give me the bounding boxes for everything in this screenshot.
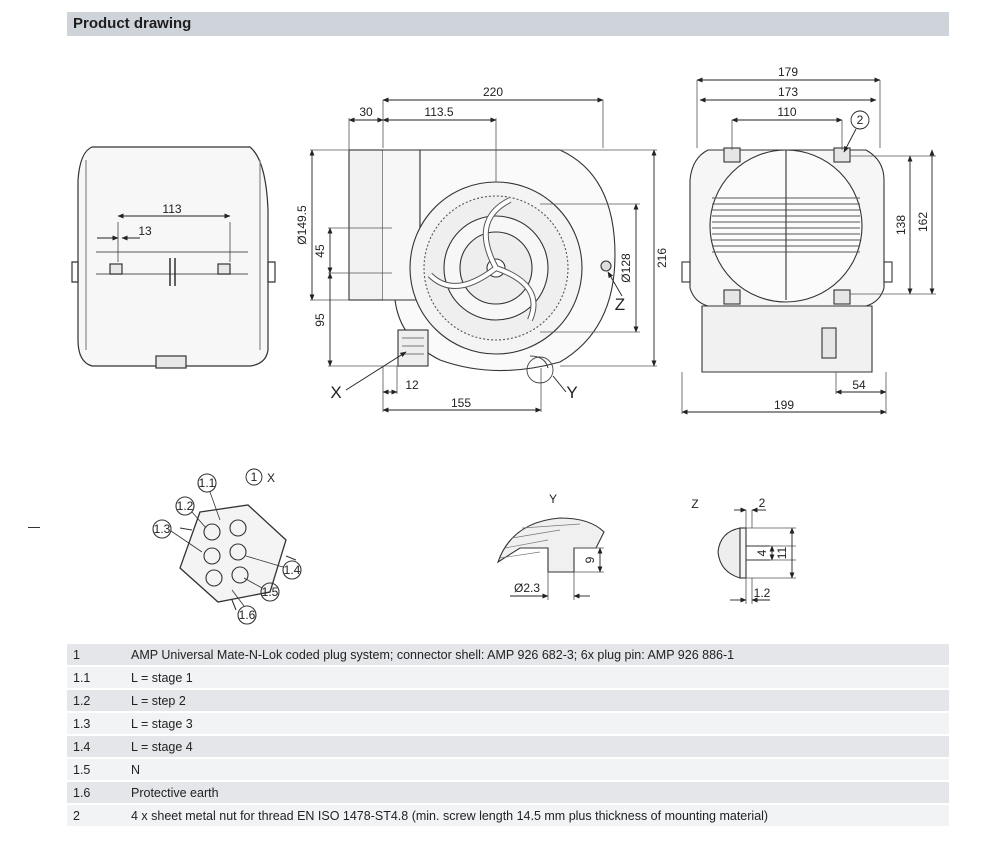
dim-front-30: 30 <box>359 105 373 119</box>
pin-label-1-2: 1.2 <box>177 499 194 513</box>
rear-view <box>681 77 936 415</box>
legend-text: Protective earth <box>125 781 949 805</box>
connector-detail <box>152 468 302 625</box>
dim-front-12: 12 <box>405 378 419 392</box>
detail-y-dim-d2-3: Ø2.3 <box>514 581 540 595</box>
dim-rear-138: 138 <box>894 215 908 235</box>
legend-num: 1 <box>67 644 125 667</box>
legend-num: 1.6 <box>67 781 125 805</box>
dim-rear-173: 173 <box>778 85 798 99</box>
dim-side-13: 13 <box>138 224 152 238</box>
detail-y <box>496 517 605 600</box>
pin-label-1-1: 1.1 <box>199 476 216 490</box>
dim-front-45: 45 <box>313 244 327 258</box>
legend-text: 4 x sheet metal nut for thread EN ISO 14… <box>125 804 949 828</box>
legend-num: 1.1 <box>67 666 125 690</box>
detail-z <box>717 507 796 604</box>
dim-front-d128: Ø128 <box>619 253 633 283</box>
side-view <box>71 146 276 369</box>
callout-x: X <box>330 383 341 402</box>
callout-2: 2 <box>857 113 864 127</box>
dim-rear-162: 162 <box>916 212 930 232</box>
detail-y-dim-9: 9 <box>583 556 597 563</box>
product-drawing: 113 13 <box>71 65 936 625</box>
legend-text: L = stage 4 <box>125 735 949 759</box>
legend-text: N <box>125 758 949 782</box>
legend-num: 1.3 <box>67 712 125 736</box>
dim-rear-110: 110 <box>777 105 796 119</box>
pin-label-1-6: 1.6 <box>239 608 256 622</box>
dim-front-95: 95 <box>313 313 327 327</box>
legend-num: 1.4 <box>67 735 125 759</box>
detail-z-title: Z <box>691 497 698 511</box>
dim-rear-179: 179 <box>778 65 798 79</box>
legend-text: L = stage 3 <box>125 712 949 736</box>
dim-front-220: 220 <box>483 85 503 99</box>
detail-z-dim-11: 11 <box>775 546 789 559</box>
legend-num: 1.2 <box>67 689 125 713</box>
legend-num: 1.5 <box>67 758 125 782</box>
callout-y: Y <box>566 383 577 402</box>
dim-side-113: 113 <box>162 202 181 216</box>
dim-front-155: 155 <box>451 396 471 410</box>
legend-text: L = step 2 <box>125 689 949 713</box>
dim-rear-199: 199 <box>774 398 794 412</box>
detail-y-title: Y <box>549 492 557 506</box>
dim-front-113-5: 113.5 <box>424 105 453 119</box>
margin-dash <box>28 527 40 528</box>
connector-marker-label: X <box>267 471 275 485</box>
pin-label-1-4: 1.4 <box>284 563 301 577</box>
callout-z: Z <box>615 295 625 314</box>
pin-label-1-3: 1.3 <box>154 522 171 536</box>
section-title: Product drawing <box>73 15 192 32</box>
connector-marker: 1 <box>251 470 258 484</box>
front-view <box>309 97 657 413</box>
dim-front-216: 216 <box>655 248 669 268</box>
section-header: Product drawing <box>67 12 949 36</box>
dim-rear-54: 54 <box>852 378 866 392</box>
legend-text: AMP Universal Mate-N-Lok coded plug syst… <box>125 644 949 667</box>
dim-front-d149-5: Ø149.5 <box>295 205 309 245</box>
pin-label-1-5: 1.5 <box>262 585 279 599</box>
legend-num: 2 <box>67 804 125 828</box>
detail-z-dim-4: 4 <box>755 549 769 556</box>
detail-z-dim-1-2: 1.2 <box>754 586 771 600</box>
detail-z-dim-2: 2 <box>759 496 766 510</box>
legend-text: L = stage 1 <box>125 666 949 690</box>
